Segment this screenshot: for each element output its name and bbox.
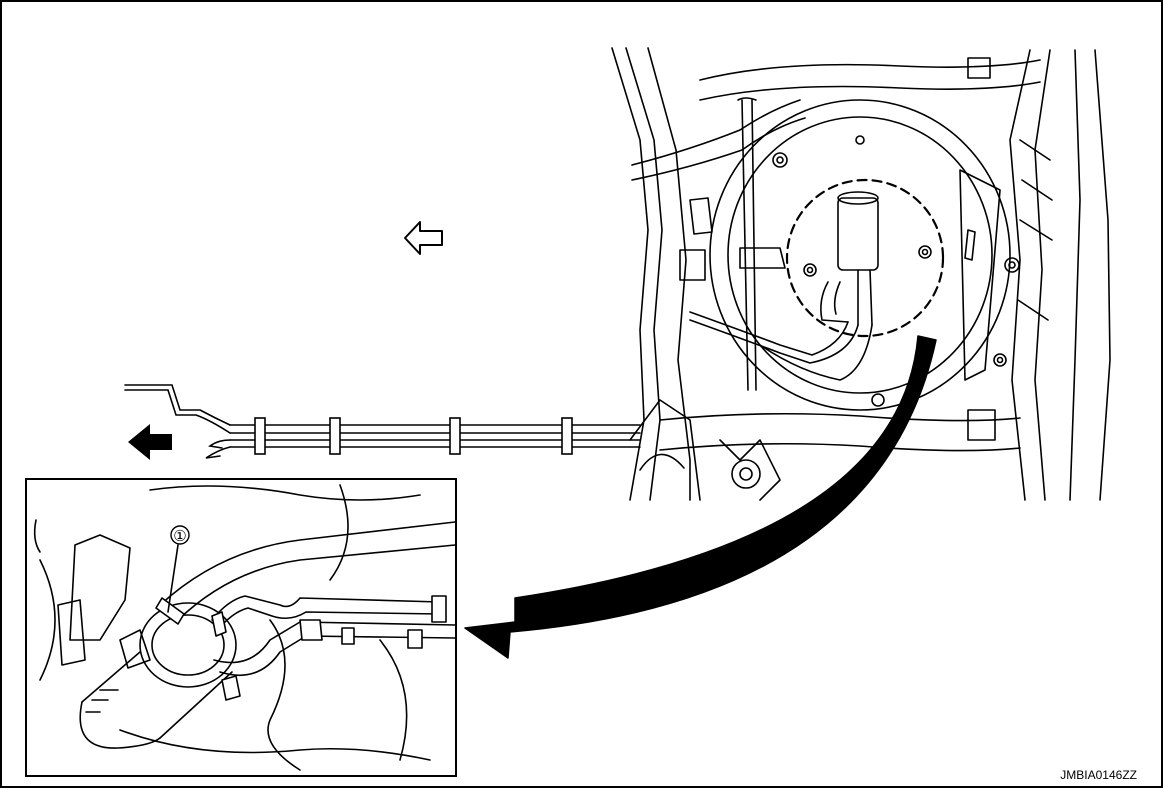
zoom-curved-arrow-icon (464, 335, 937, 659)
callout-circle (170, 525, 190, 545)
underbody-view (611, 47, 1111, 501)
callout-number: ① (173, 527, 186, 545)
line-direction-solid-arrow-icon (128, 424, 172, 460)
line-harness (124, 384, 641, 459)
detail-inset-drawing (33, 484, 456, 771)
zoom-circle (785, 178, 945, 338)
detail-inset-frame (25, 478, 457, 777)
front-direction-outline-arrow-icon (404, 221, 443, 255)
figure-code-label: JMBIA0146ZZ (1060, 768, 1137, 782)
